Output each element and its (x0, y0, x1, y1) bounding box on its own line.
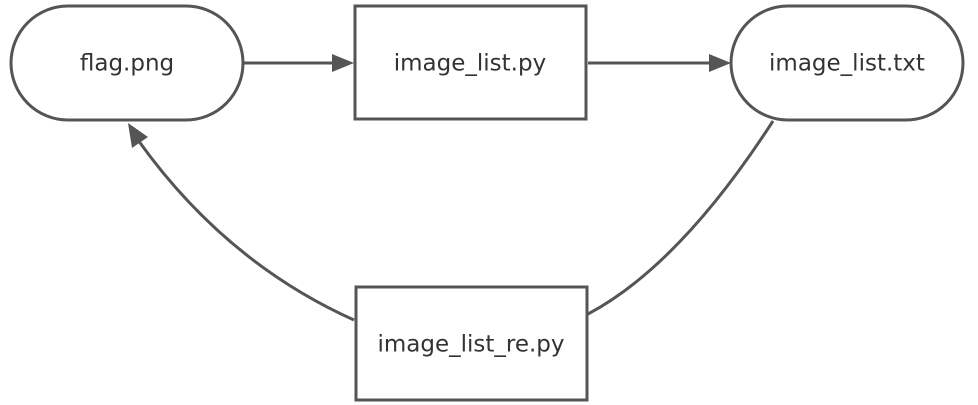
edge-image-list-re-py-to-flag (128, 123, 355, 322)
node-flag-png[interactable]: flag.png (9, 4, 245, 122)
node-flag-png-label: flag.png (80, 51, 174, 77)
node-flag-png-shape (9, 4, 245, 122)
node-image-list-re-py[interactable]: image_list_re.py (354, 285, 589, 402)
node-image-list-py-shape (353, 4, 588, 121)
node-image-list-txt-label: image_list.txt (769, 51, 925, 77)
node-image-list-re-py-shape (354, 285, 589, 402)
edge-flag-to-image-list-py (243, 54, 354, 72)
node-image-list-txt[interactable]: image_list.txt (729, 4, 965, 122)
node-image-list-txt-shape (729, 4, 965, 122)
node-image-list-re-py-label: image_list_re.py (377, 332, 564, 358)
edge-image-list-py-to-image-list-txt (588, 54, 731, 72)
node-image-list-py-label: image_list.py (394, 51, 546, 77)
edge-image-list-txt-to-image-list-re-py (587, 120, 775, 316)
node-image-list-py[interactable]: image_list.py (353, 4, 588, 121)
